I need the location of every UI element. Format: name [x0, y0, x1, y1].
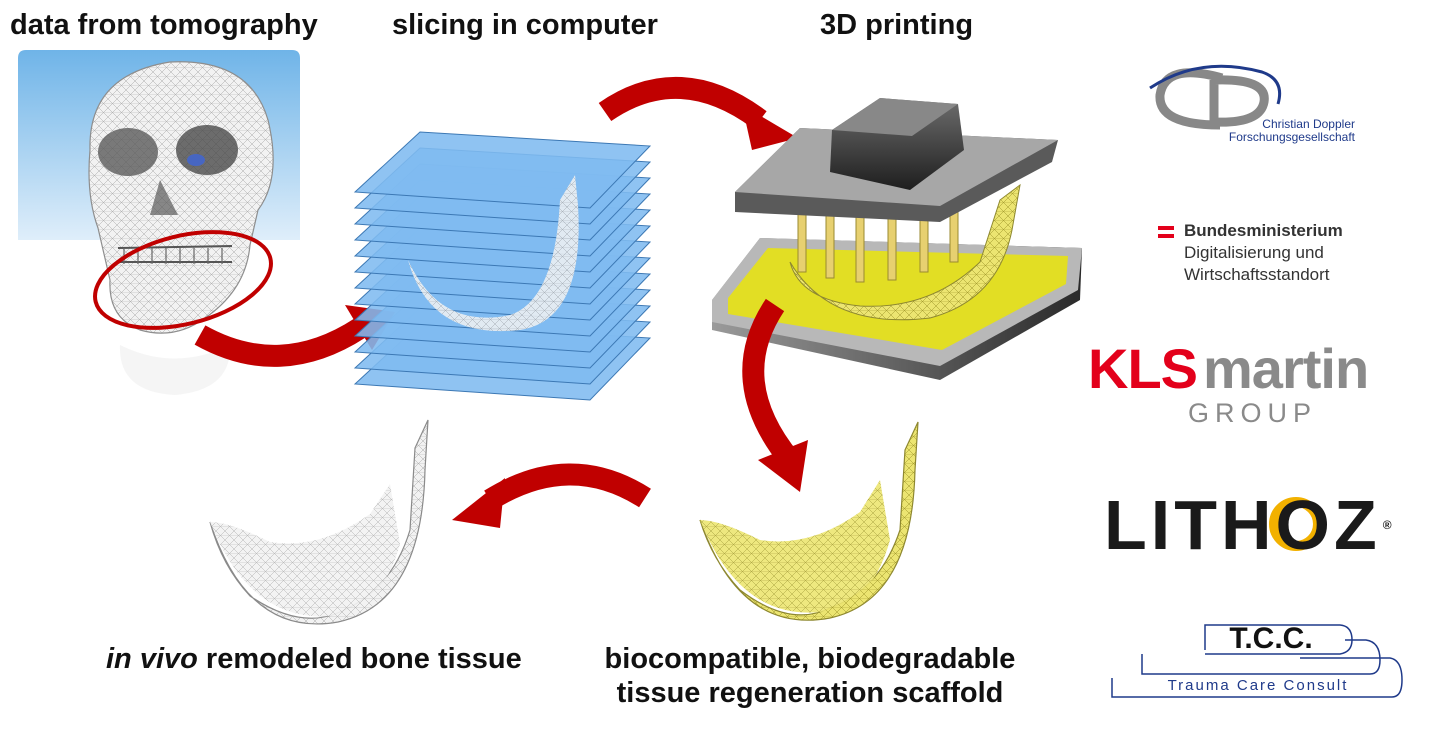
slice-stack — [353, 131, 652, 401]
arrow-to-printing — [598, 76, 798, 150]
cd-logo-line1: Christian Doppler — [1262, 117, 1355, 131]
arrow-to-remodeled — [452, 463, 651, 528]
tcc-frame — [1111, 624, 1403, 698]
bm-logo-line1: Bundesministerium — [1184, 221, 1343, 240]
label-scaffold: biocompatible, biodegradable tissue rege… — [590, 642, 1030, 710]
lithoz-o-icon — [1269, 497, 1323, 551]
arrow-to-scaffold — [742, 298, 808, 492]
scaffold-jaw — [699, 421, 919, 621]
bm-logo-line2: Digitalisierung und — [1184, 243, 1324, 262]
label-tomography: data from tomography — [10, 9, 318, 41]
kls-logo-red: KLS — [1088, 337, 1198, 400]
tcc-logo-title: T.C.C. — [1229, 622, 1313, 655]
cd-logo-line2: Forschungsgesellschaft — [1228, 130, 1355, 144]
jaw-highlight-ellipse — [93, 230, 273, 330]
cd-logo — [1149, 64, 1282, 130]
remodeled-jaw — [209, 419, 429, 625]
label-slicing: slicing in computer — [392, 9, 658, 41]
label-remodeled: in vivo remodeled bone tissue — [106, 642, 522, 676]
tcc-logo-sub: Trauma Care Consult — [1167, 677, 1349, 694]
cd-logo-text: Christian Doppler Forschungsgesellschaft — [1225, 118, 1355, 144]
label-scaffold-line1: biocompatible, biodegradable — [604, 643, 1016, 675]
label-printing: 3D printing — [820, 9, 974, 41]
lithoz-logo-reg: ® — [1382, 518, 1396, 532]
lithoz-logo: LITHOZ® — [1104, 488, 1396, 562]
skull-panel — [18, 50, 300, 395]
bm-logo-line3: Wirtschaftsstandort — [1184, 265, 1330, 284]
printer-model — [712, 98, 1082, 380]
bm-logo-text: Bundesministerium Digitalisierung und Wi… — [1184, 220, 1343, 286]
kls-logo-group: GROUP — [1188, 398, 1318, 428]
label-remodeled-italic: in vivo — [106, 643, 198, 675]
printed-jaw — [789, 183, 1021, 321]
lithoz-logo-text: LITHOZ — [1104, 486, 1381, 564]
support-posts — [797, 207, 959, 283]
cd-logo-letters: CD — [1158, 70, 1230, 128]
kls-logo-gray: martin — [1203, 337, 1369, 400]
label-remodeled-rest: remodeled bone tissue — [197, 643, 522, 675]
austria-flag-icon — [1158, 226, 1174, 238]
label-scaffold-line2: tissue regeneration scaffold — [616, 677, 1004, 709]
